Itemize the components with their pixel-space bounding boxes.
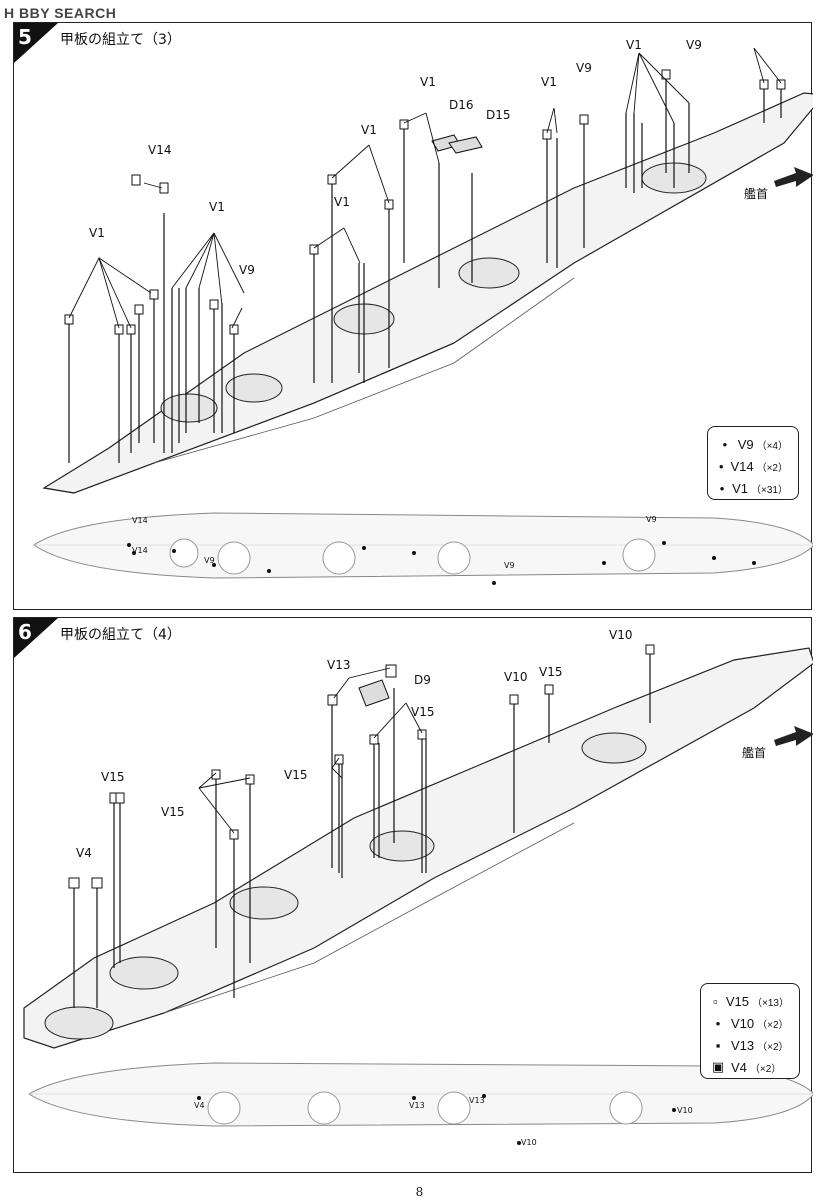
- callout-label: V10: [609, 628, 633, 642]
- site-header: H BBY SEARCH: [4, 4, 116, 22]
- step-5-illustration: [14, 23, 813, 585]
- pin-icon: ▫: [713, 993, 718, 1009]
- callout-label: V1: [541, 75, 557, 89]
- plan-mark: V13: [409, 1101, 425, 1110]
- plan-mark: V9: [204, 556, 215, 565]
- part-icon: ▣: [711, 1059, 725, 1074]
- plan-mark: V4: [194, 1101, 205, 1110]
- callout-label: V10: [504, 670, 528, 684]
- pin-icon: •: [715, 1015, 721, 1031]
- plan-mark: V14: [132, 546, 148, 555]
- callout-label: V1: [420, 75, 436, 89]
- step-5-panel: 5 甲板の組立て（3） V1 V9 V1 V1 D16 D15 V1 V9 V1…: [13, 22, 813, 610]
- plan-mark: V10: [677, 1106, 693, 1115]
- callout-label: V15: [161, 805, 185, 819]
- step-title: 甲板の組立て（4）: [60, 627, 181, 643]
- callout-label: V9: [686, 38, 702, 52]
- legend-row: ▫V15（×13）: [711, 990, 789, 1012]
- parts-legend: •V9（×4） •V14（×2） •V1（×31）: [707, 426, 799, 500]
- callout-label: V1: [334, 195, 350, 209]
- pin-icon: •: [722, 436, 728, 452]
- pin-icon: •: [719, 480, 725, 496]
- callout-label: V9: [239, 263, 255, 277]
- callout-label: V15: [284, 768, 308, 782]
- step-6-illustration: [14, 618, 813, 1145]
- brand-logo[interactable]: H BBY SEARCH: [4, 5, 117, 21]
- callout-label: V14: [148, 143, 172, 157]
- parts-legend: ▫V15（×13） •V10（×2） ▪V13（×2） ▣V4（×2）: [700, 983, 800, 1079]
- page-number: 8: [415, 1185, 424, 1199]
- callout-label: V1: [89, 226, 105, 240]
- plan-mark: V9: [646, 515, 657, 524]
- callout-label: V15: [101, 770, 125, 784]
- plan-mark: V13: [469, 1096, 485, 1105]
- step-number: 6: [18, 620, 32, 644]
- legend-row: •V1（×31）: [719, 480, 788, 496]
- callout-label: D16: [449, 98, 474, 112]
- callout-label: D9: [414, 673, 431, 687]
- step-number: 5: [18, 25, 32, 49]
- step-title: 甲板の組立て（3）: [60, 32, 181, 48]
- callout-label: V4: [76, 846, 92, 860]
- callout-label: V13: [327, 658, 351, 672]
- pin-icon: •: [718, 458, 724, 474]
- callout-label: V1: [361, 123, 377, 137]
- plan-mark: V10: [521, 1138, 537, 1147]
- callout-label: V9: [576, 61, 592, 75]
- callout-label: V15: [411, 705, 435, 719]
- callout-label: V15: [539, 665, 563, 679]
- callout-label: V1: [626, 38, 642, 52]
- legend-row: ▪V13（×2）: [711, 1034, 789, 1056]
- legend-row: •V10（×2）: [711, 1012, 789, 1034]
- bow-label: 艦首: [742, 746, 767, 760]
- callout-label: V1: [209, 200, 225, 214]
- legend-row: •V9（×4）: [718, 433, 788, 455]
- legend-row: ▣V4（×2）: [711, 1059, 782, 1075]
- plan-mark: V14: [132, 516, 148, 525]
- callout-label: D15: [486, 108, 511, 122]
- legend-row: •V14（×2）: [718, 458, 788, 474]
- step-6-panel: 6 甲板の組立て（4） V10 V13 D9 V10 V15 V15 V15 V…: [13, 617, 813, 1173]
- plan-mark: V9: [504, 561, 515, 570]
- part-icon: ▪: [715, 1037, 721, 1053]
- bow-label: 艦首: [744, 187, 769, 201]
